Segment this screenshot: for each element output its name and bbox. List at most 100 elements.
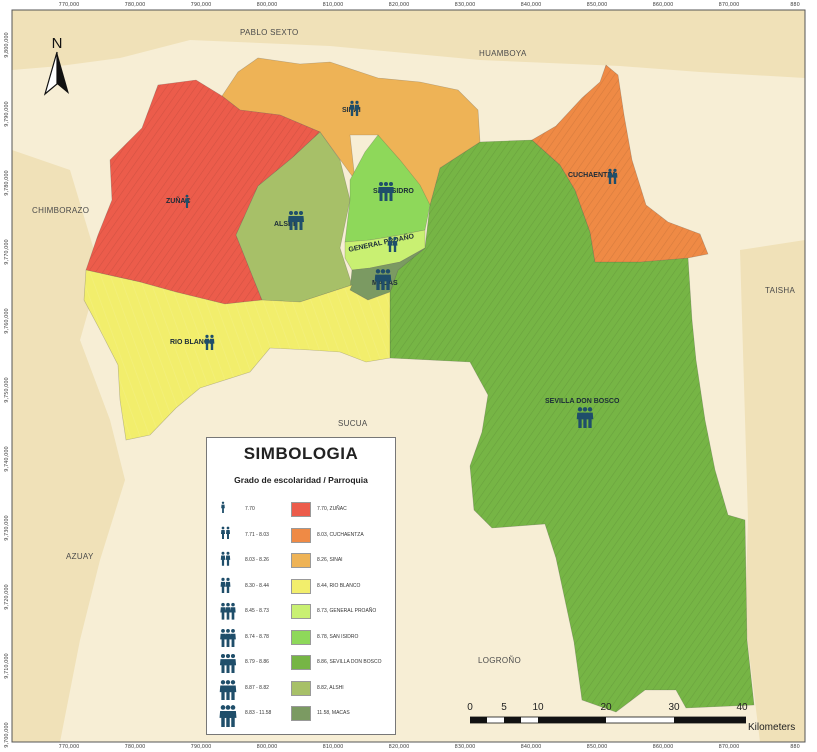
scale-label: 40 (736, 702, 748, 713)
coordinate-label: 810,000 (322, 744, 344, 750)
person-group-icon (576, 406, 594, 433)
person-group-icon (386, 236, 399, 257)
coordinate-label: 860,000 (652, 744, 674, 750)
coordinate-label: 790,000 (190, 744, 212, 750)
legend-range-label: 7.70 (245, 506, 255, 512)
legend-swatch (291, 502, 311, 517)
coordinate-label: 9,710,000 (4, 653, 10, 679)
scale-label: 10 (532, 702, 544, 713)
legend-class-label: 11.58, MACAS (317, 710, 350, 716)
person-group-icon (377, 181, 395, 206)
coordinate-label: 9,760,000 (4, 308, 10, 334)
coordinate-label: 820,000 (388, 2, 410, 8)
legend-row: 8.74 - 8.78 8.78, SAN ISIDRO (207, 628, 397, 650)
coordinate-label: 9,770,000 (4, 239, 10, 265)
legend-class-label: 8.03, CUCHAENTZA (317, 531, 364, 538)
person-group-icon (219, 679, 237, 706)
legend-row: 7.71 - 8.03 8.03, CUCHAENTZA (207, 526, 397, 548)
legend-row: 8.87 - 8.82 8.82, ALSHI (207, 679, 397, 701)
person-group-icon (219, 551, 232, 571)
person-group-icon (219, 500, 227, 518)
coordinate-label: 880 (790, 744, 800, 750)
coordinate-label: 800,000 (256, 744, 278, 750)
person-group-icon (287, 210, 305, 235)
legend-title: SIMBOLOGIA (243, 444, 359, 463)
label-huamboya: HUAMBOYA (479, 49, 527, 58)
legend-class-label: 8.82, ALSHI (317, 684, 344, 691)
legend-class-label: 8.86, SEVILLA DON BOSCO (317, 659, 382, 665)
label-sucua: SUCUA (338, 419, 368, 428)
coordinate-label: 840,000 (520, 744, 542, 750)
scale-label: 0 (467, 702, 473, 713)
parish-label-rio-blanco: RIO BLANCO (170, 339, 215, 346)
coordinate-label: 800,000 (256, 2, 278, 8)
label-taisha: TAISHA (765, 286, 796, 295)
label-chimborazo: CHIMBORAZO (32, 206, 90, 215)
north-letter: N (52, 35, 63, 52)
parish-label-sevilla-don-bosco: SEVILLA DON BOSCO (545, 398, 620, 405)
coordinate-label: 9,700,000 (4, 722, 10, 748)
coordinate-label: 830,000 (454, 2, 476, 8)
coordinate-label: 880 (790, 2, 800, 8)
parish-label-cuchaentza: CUCHAENTZA (568, 172, 617, 179)
person-group-icon (219, 653, 237, 678)
outer-region-west (12, 150, 125, 742)
coordinate-label: 850,000 (586, 2, 608, 8)
outer-region-north (12, 10, 805, 78)
coordinate-label: 9,750,000 (4, 377, 10, 403)
person-group-icon (219, 704, 237, 732)
person-group-icon (183, 194, 191, 213)
legend-swatch (291, 604, 311, 619)
legend-range-label: 8.74 - 8.78 (245, 633, 269, 640)
coordinate-label: 870,000 (718, 744, 740, 750)
coordinate-label: 780,000 (124, 2, 146, 8)
coordinate-label: 850,000 (586, 744, 608, 750)
north-arrow-icon: N (43, 35, 69, 96)
coordinate-label: 780,000 (124, 744, 146, 750)
coordinate-label: 840,000 (520, 2, 542, 8)
legend-swatch (291, 706, 311, 721)
person-group-icon (219, 577, 232, 598)
legend-range-label: 8.87 - 8.82 (245, 684, 269, 691)
legend-range-label: 8.30 - 8.44 (245, 582, 269, 589)
legend-range-label: 7.71 - 8.03 (245, 531, 269, 538)
legend-swatch (291, 553, 311, 568)
outer-region-east (740, 240, 805, 742)
coordinate-label: 870,000 (718, 2, 740, 8)
coordinate-label: 9,780,000 (4, 170, 10, 196)
person-group-icon (203, 334, 216, 355)
legend-range-label: 8.79 - 8.86 (245, 659, 269, 665)
parish-label-zunac: ZUÑAC (166, 198, 191, 205)
coordinate-label: 860,000 (652, 2, 674, 8)
legend-class-label: 8.78, SAN ISIDRO (317, 633, 359, 640)
label-pablo-sexto: PABLO SEXTO (240, 28, 299, 37)
legend-swatch (291, 527, 311, 543)
scale-label: 20 (600, 702, 612, 713)
legend-class-label: 8.26, SINAI (317, 557, 343, 563)
legend-swatch (291, 578, 311, 594)
coordinate-label: 9,800,000 (4, 32, 10, 58)
label-logrono: LOGROÑO (478, 656, 521, 665)
person-group-icon (219, 602, 237, 625)
scale-bar (470, 716, 746, 724)
legend-range-label: 8.83 - 11.58 (245, 710, 272, 716)
scale-label: 5 (501, 702, 507, 713)
legend-row: 8.79 - 8.86 8.86, SEVILLA DON BOSCO (207, 653, 397, 675)
legend-swatch (291, 629, 311, 645)
legend-row: 8.83 - 11.58 11.58, MACAS (207, 704, 397, 728)
person-group-icon (606, 168, 619, 189)
coordinate-label: 790,000 (190, 2, 212, 8)
person-group-icon (348, 100, 361, 121)
coordinate-label: 810,000 (322, 2, 344, 8)
legend-swatch (291, 655, 311, 670)
legend-subtitle: Grado de escolaridad / Parroquia (234, 475, 368, 485)
coordinate-label: 9,730,000 (4, 515, 10, 541)
person-group-icon (219, 526, 232, 544)
coordinate-label: 9,740,000 (4, 446, 10, 472)
